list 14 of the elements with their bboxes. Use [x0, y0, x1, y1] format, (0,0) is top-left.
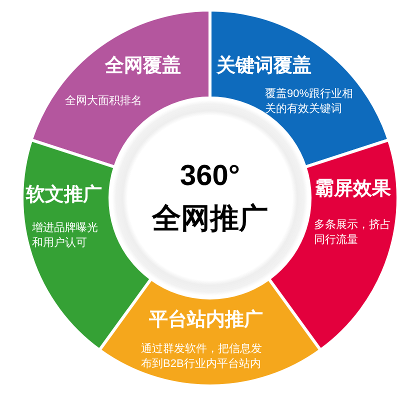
- segment-description: 通过群发软件，把信息发布到B2B行业内平台站内: [141, 342, 263, 372]
- segment-description: 多条展示，挤占同行流量: [314, 218, 392, 248]
- segment-title: 全网覆盖: [105, 56, 181, 76]
- donut-segment: [268, 139, 398, 351]
- segment-description: 增进品牌曝光和用户认可: [32, 221, 99, 251]
- segment-title: 关键词覆盖: [216, 56, 312, 76]
- center-subtitle: 全网推广: [152, 205, 268, 234]
- center-title: 360°: [180, 162, 240, 191]
- segment-title: 平台站内推广: [149, 310, 263, 330]
- donut-segment: [99, 278, 321, 386]
- segment-title: 软文推广: [26, 186, 102, 204]
- segment-title: 霸屏效果: [315, 180, 391, 198]
- segment-description: 覆盖90%跟行业相关的有效关键词: [265, 87, 354, 117]
- segment-description: 全网大面积排名: [65, 94, 143, 109]
